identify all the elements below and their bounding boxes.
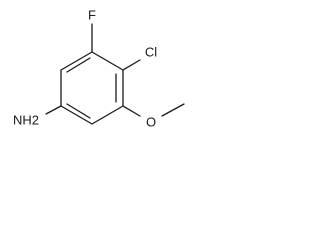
atom-label-fluorine: F	[88, 8, 96, 23]
molecule-diagram: F Cl O NH2	[13, 8, 185, 130]
ring-bond-3	[91, 105, 124, 125]
ring-double-bond-2	[66, 103, 91, 119]
ring-double-bond-3	[66, 57, 91, 73]
bond-o-ch3	[161, 103, 185, 117]
ring-bond-4	[60, 105, 93, 125]
ring-bond-6	[60, 51, 93, 71]
ring-bond-1	[91, 51, 124, 71]
atom-label-amine: NH2	[13, 113, 39, 128]
bond-c-n	[45, 105, 62, 115]
atom-label-oxygen: O	[146, 115, 156, 130]
bond-c-o	[122, 105, 141, 117]
structure-canvas: F Cl O NH2	[0, 0, 200, 140]
atom-label-chlorine: Cl	[145, 45, 157, 60]
bond-c-cl	[122, 59, 141, 71]
